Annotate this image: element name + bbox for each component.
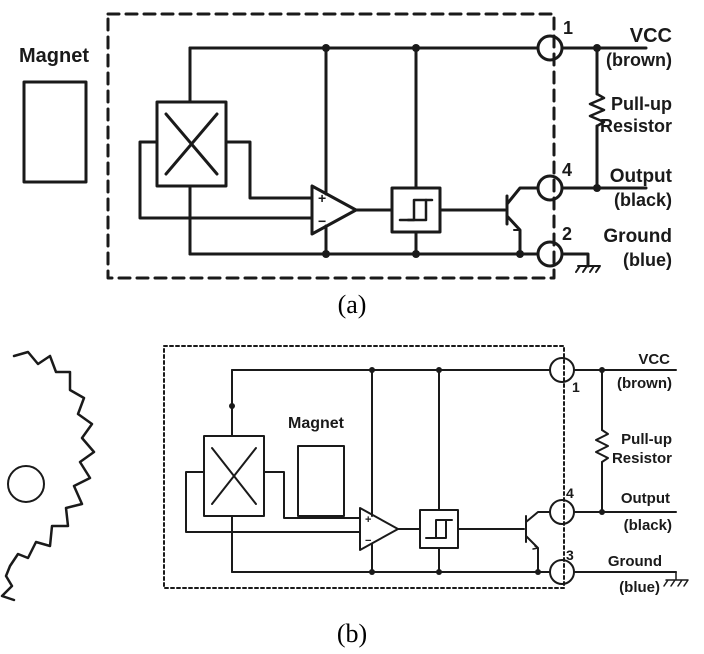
pin-4-number-a: 4	[562, 160, 572, 180]
pin-4-terminal-b	[549, 499, 575, 525]
magnet-label-b: Magnet	[288, 415, 345, 432]
vcc-color-b: (brown)	[617, 375, 672, 392]
pin-4-terminal-a	[536, 174, 564, 202]
pullup-resistor-b	[595, 429, 609, 463]
pin-4-number-b: 4	[566, 485, 574, 501]
package-outline-a	[106, 12, 556, 280]
pin-3-terminal-b	[549, 559, 575, 585]
panel-b: 1 Magnet + − 4 3	[0, 345, 689, 648]
hall-element-b	[203, 435, 265, 517]
pullup-resistor-a	[588, 92, 606, 128]
comparator-a	[310, 184, 358, 236]
pin-2-terminal-a	[536, 240, 564, 268]
magnet-b	[297, 445, 345, 517]
ground-symbol-b	[663, 571, 689, 587]
panel-a: Magnet 1 + − 4	[19, 12, 673, 319]
output-color-b: (black)	[624, 517, 672, 534]
caption-b: (b)	[337, 619, 367, 648]
magnet-a	[22, 80, 88, 184]
ground-color-b: (blue)	[619, 579, 660, 596]
output-label-a: Output	[610, 166, 673, 187]
output-label-b: Output	[621, 490, 670, 507]
opamp-plus-b: +	[365, 514, 371, 526]
ground-label-a: Ground	[603, 226, 672, 247]
pullup-label-1-b: Pull-up	[621, 431, 672, 448]
vcc-label-a: VCC	[630, 25, 672, 47]
comparator-b	[359, 507, 399, 551]
package-outline-b	[163, 345, 565, 589]
magnet-label-a: Magnet	[19, 45, 89, 67]
pin-1-terminal-b	[549, 357, 575, 383]
vcc-color-a: (brown)	[606, 50, 672, 70]
pin-2-number-a: 2	[562, 224, 572, 244]
ground-label-b: Ground	[608, 553, 662, 570]
ground-symbol-a	[575, 265, 601, 273]
pullup-label-2-b: Resistor	[612, 450, 672, 467]
schmitt-trigger-a	[390, 186, 442, 234]
ground-color-a: (blue)	[623, 250, 672, 270]
opamp-plus-a: +	[318, 190, 326, 206]
pin-1-number-b: 1	[572, 379, 580, 395]
gear-wheel	[0, 350, 96, 602]
pullup-label-1-a: Pull-up	[611, 94, 672, 114]
schmitt-trigger-b	[419, 509, 459, 549]
pin-3-number-b: 3	[566, 547, 574, 563]
output-color-a: (black)	[614, 190, 672, 210]
pin-1-number-a: 1	[563, 18, 573, 38]
opamp-minus-a: −	[318, 213, 326, 229]
pullup-label-2-a: Resistor	[600, 116, 672, 136]
caption-a: (a)	[338, 290, 367, 319]
vcc-label-b: VCC	[638, 351, 670, 368]
pin-1-terminal-a	[536, 34, 564, 62]
opamp-minus-b: −	[365, 535, 371, 547]
gear-hub	[7, 465, 45, 503]
